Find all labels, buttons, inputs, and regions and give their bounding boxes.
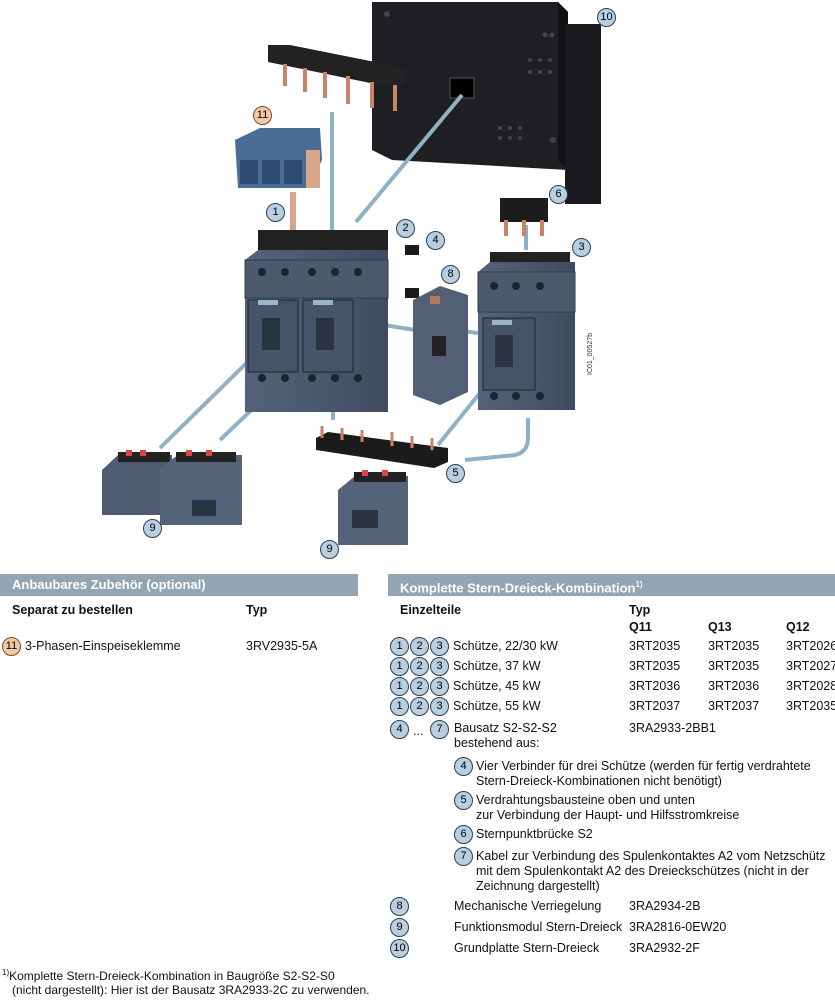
star-point-bridge <box>500 198 548 236</box>
schuetze-desc: Schütze, 22/30 kW <box>453 639 558 653</box>
base-plate-desc: Grundplatte Stern-Dreieck <box>454 941 600 955</box>
right-section-header: Komplette Stern-Dreieck-Kombination1) <box>388 574 835 596</box>
schuetze-type-q11: 3RT2036 <box>629 679 681 693</box>
wiring-module <box>316 426 448 468</box>
callout-2: 2 <box>396 219 415 238</box>
row-number-3: 3 <box>430 697 449 716</box>
schuetze-type-q13: 3RT2036 <box>708 679 760 693</box>
sub-item-7-line2: mit dem Spulenkontakt A2 des Dreieckschü… <box>476 864 809 878</box>
contactor-pair <box>244 230 389 412</box>
schuetze-type-q11: 3RT2037 <box>629 699 681 713</box>
function-module-right <box>338 470 408 545</box>
col-q13: Q13 <box>708 620 732 634</box>
row-number-2: 2 <box>410 637 429 656</box>
schuetze-type-q12: 3RT2035 <box>786 699 835 713</box>
schuetze-type-q13: 3RT2035 <box>708 639 760 653</box>
sub-item-number-6: 6 <box>454 825 473 844</box>
row-number-3: 3 <box>430 677 449 696</box>
bausatz-to-number: 7 <box>430 720 449 739</box>
left-section-header: Anbaubares Zubehör (optional) <box>0 574 358 596</box>
mechanical-interlock <box>413 286 468 405</box>
figure-code: IC01_00527b <box>587 333 594 375</box>
schuetze-type-q13: 3RT2035 <box>708 659 760 673</box>
sub-item-number-5: 5 <box>454 791 473 810</box>
function-module-desc: Funktionsmodul Stern-Dreieck <box>454 920 623 934</box>
callout-8: 8 <box>441 265 460 284</box>
exploded-assembly-illustration: IC01_00527b <box>102 2 601 545</box>
left-col-type-label: Typ <box>246 603 268 617</box>
feeder-terminal-desc: 3-Phasen-Einspeiseklemme <box>25 639 181 653</box>
sub-item-6-line1: Sternpunktbrücke S2 <box>476 827 593 841</box>
callout-1: 1 <box>266 203 285 222</box>
row-number-2: 2 <box>410 677 429 696</box>
schuetze-type-q12: 3RT2026 <box>786 639 835 653</box>
callout-5: 5 <box>446 464 465 483</box>
bausatz-subtitle: bestehend aus: <box>454 736 540 750</box>
sub-item-number-7: 7 <box>454 847 473 866</box>
bausatz-title: Bausatz S2-S2-S2 <box>454 721 557 735</box>
contactor-single <box>477 252 576 410</box>
row-number-9: 9 <box>390 918 409 937</box>
schuetze-type-q12: 3RT2028 <box>786 679 835 693</box>
row-number-1: 1 <box>390 677 409 696</box>
footnote-line2: (nicht dargestellt): Hier ist der Bausat… <box>12 983 370 997</box>
sub-item-7-line3: Zeichnung dargestellt) <box>476 879 600 893</box>
schuetze-desc: Schütze, 37 kW <box>453 659 541 673</box>
sub-item-4-line1: Vier Verbinder für drei Schütze (werden … <box>476 759 811 773</box>
footnote: 1)Komplette Stern-Dreieck-Kombination in… <box>2 966 370 997</box>
sub-item-5-line2: zur Verbindung der Haupt- und Hilfsstrom… <box>476 808 740 822</box>
schuetze-type-q11: 3RT2035 <box>629 659 681 673</box>
row-number-3: 3 <box>430 637 449 656</box>
row-number-10: 10 <box>390 939 409 958</box>
col-einzelteile: Einzelteile <box>400 603 462 617</box>
footnote-line1: 1)Komplette Stern-Dreieck-Kombination in… <box>2 968 335 983</box>
schuetze-type-q13: 3RT2037 <box>708 699 760 713</box>
row-number-1: 1 <box>390 697 409 716</box>
sub-item-5-line1: Verdrahtungsbausteine oben und unten <box>476 793 695 807</box>
function-module-type: 3RA2816-0EW20 <box>629 920 727 934</box>
row-number-1: 1 <box>390 657 409 676</box>
base-plate-type: 3RA2932-2F <box>629 941 700 955</box>
bausatz-type: 3RA2933-2BB1 <box>629 721 716 735</box>
row-number-2: 2 <box>410 657 429 676</box>
sub-item-number-4: 4 <box>454 757 473 776</box>
left-col-order-label: Separat zu bestellen <box>12 603 133 617</box>
callout-9b: 9 <box>320 540 339 559</box>
function-module-left <box>102 450 242 525</box>
row-number-1: 1 <box>390 637 409 656</box>
interlock-desc: Mechanische Verriegelung <box>454 899 602 913</box>
schuetze-type-q12: 3RT2027 <box>786 659 835 673</box>
callout-4: 4 <box>426 231 445 250</box>
bausatz-from-number: 4 <box>390 720 409 739</box>
col-typ: Typ <box>629 603 651 617</box>
schuetze-type-q11: 3RT2035 <box>629 639 681 653</box>
bausatz-dots: ... <box>413 724 424 738</box>
feeder-terminal-type: 3RV2935-5A <box>246 639 318 653</box>
interlock-type: 3RA2934-2B <box>629 899 701 913</box>
schuetze-desc: Schütze, 55 kW <box>453 699 541 713</box>
callout-6: 6 <box>549 185 568 204</box>
connectors <box>405 245 419 298</box>
callout-11: 11 <box>253 106 272 125</box>
sub-item-4-line2: Stern-Dreieck-Kombinationen nicht benöti… <box>476 774 722 788</box>
callout-10: 10 <box>597 8 616 27</box>
callout-9a: 9 <box>143 519 162 538</box>
schuetze-desc: Schütze, 45 kW <box>453 679 541 693</box>
feeder-terminal <box>235 128 322 188</box>
sub-item-7-line1: Kabel zur Verbindung des Spulenkontaktes… <box>476 849 826 863</box>
col-q12: Q12 <box>786 620 810 634</box>
row-number-8: 8 <box>390 897 409 916</box>
row-number-3: 3 <box>430 657 449 676</box>
row-number-11: 11 <box>2 637 21 656</box>
col-q11: Q11 <box>629 620 652 634</box>
callout-3: 3 <box>572 238 591 257</box>
base-plate <box>372 2 601 204</box>
top-connector-bar <box>268 45 405 111</box>
row-number-2: 2 <box>410 697 429 716</box>
